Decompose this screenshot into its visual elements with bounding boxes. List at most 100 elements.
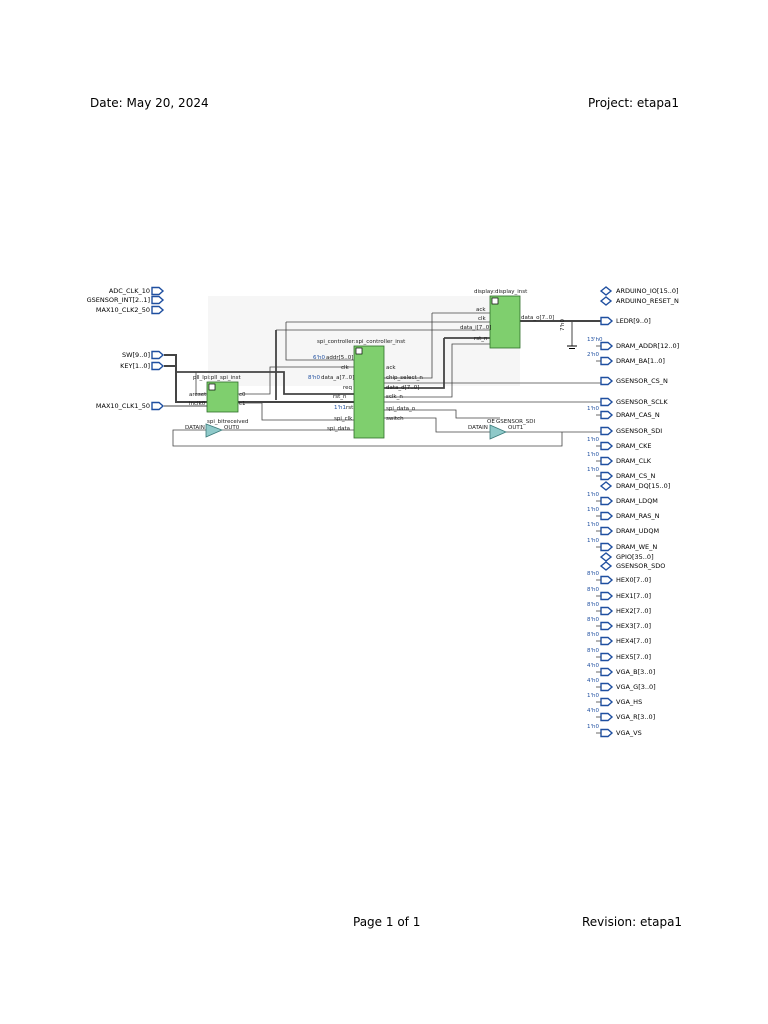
input-pin-label: MAX10_CLK2_50 (96, 306, 150, 314)
output-pin-const: 8'h0 (587, 571, 599, 577)
output-pin-label: HEX2[7..0] (616, 607, 651, 615)
output-pin-label: DRAM_CAS_N (616, 411, 660, 419)
spi-port-chip-select: chip_select_n (386, 375, 423, 381)
spi-port-spi-clk: spi_clk (334, 416, 353, 422)
output-pin-const: 13'h0 (587, 337, 603, 343)
buffer-right-oe: OE (487, 419, 495, 425)
buffer-left-name: spi_bitreceived (207, 419, 248, 425)
output-pin-label: GSENSOR_SCLK (616, 398, 668, 406)
input-pin-sw-9-0: SW[9..0] (122, 350, 165, 360)
output-pin-gpio-35-0: GPIO[35..0] (599, 552, 654, 562)
spi-port-req: req (343, 385, 352, 391)
output-pin-label: DRAM_WE_N (616, 543, 657, 551)
output-pin-label: GPIO[35..0] (616, 553, 654, 561)
output-pin-arduino-reset-n: ARDUINO_RESET_N (599, 296, 679, 306)
output-pin-label: DRAM_BA[1..0] (616, 357, 665, 365)
wires (164, 312, 604, 447)
output-pin-label: HEX4[7..0] (616, 637, 651, 645)
spi-port-clk: clk (341, 365, 350, 371)
output-pin-gsensor-sclk: GSENSOR_SCLK (600, 397, 668, 407)
pll-block: pll_lpi:pll_spi_inst areset inclk0 c0 c1 (189, 375, 246, 413)
input-pins: ADC_CLK_10GSENSOR_INT[2..1]MAX10_CLK2_50… (87, 286, 165, 411)
output-pin-label: VGA_HS (616, 698, 642, 706)
output-pin-const: 2'h0 (587, 352, 599, 358)
display-port-ack: ack (476, 307, 486, 313)
input-pin-label: SW[9..0] (122, 351, 150, 359)
output-pin-label: VGA_B[3..0] (616, 668, 655, 676)
input-pin-key-1-0: KEY[1..0] (120, 361, 165, 371)
buffer-left: spi_bitreceived DATAIN OUT0 (185, 419, 248, 438)
output-pin-label: VGA_VS (616, 729, 642, 737)
spi-port-spi-data-o: spi_data_o (386, 406, 416, 412)
spi-const-data: 8'h0 (308, 375, 320, 381)
output-pin-const: 1'h0 (587, 492, 599, 498)
output-pin-const: 8'h0 (587, 648, 599, 654)
footer-page: Page 1 of 1 (353, 915, 421, 929)
spi-title: spi_controller:spi_controller_inst (317, 339, 406, 345)
output-pin-const: 8'h0 (587, 617, 599, 623)
pll-port-c0: c0 (239, 392, 246, 398)
input-pin-gsensor-int-2-1: GSENSOR_INT[2..1] (87, 295, 165, 305)
input-pin-label: MAX10_CLK1_50 (96, 402, 150, 410)
input-pin-max10-clk2-50: MAX10_CLK2_50 (96, 305, 165, 315)
spi-port-switch: switch (386, 416, 404, 422)
output-pin-label: ARDUINO_IO[15..0] (616, 287, 679, 295)
buffer-left-datain: DATAIN (185, 425, 205, 431)
output-pin-gsensor-sdi: GSENSOR_SDI (600, 426, 662, 436)
output-pin-label: DRAM_CLK (616, 457, 652, 465)
output-pins: ARDUINO_IO[15..0]ARDUINO_RESET_N LEDR[9..… (587, 286, 679, 738)
output-pin-label: GSENSOR_CS_N (616, 377, 668, 385)
output-pin-const: 4'h0 (587, 678, 599, 684)
spi-port-addr: addr[5..0] (326, 355, 353, 361)
output-pin-label: HEX3[7..0] (616, 622, 651, 630)
spi-port-rst: rst (346, 405, 354, 411)
display-block: display:display_inst ack clk data_i[7..0… (460, 289, 554, 349)
output-pin-const: 1'h0 (587, 452, 599, 458)
buffer-right: GSENSOR_SDI DATAIN OUT1 OE (468, 419, 535, 440)
output-pin-const: 4'h0 (587, 663, 599, 669)
output-pin-ledr-9-0: LEDR[9..0] (600, 316, 651, 326)
display-title: display:display_inst (474, 289, 528, 295)
display-port-clk: clk (478, 316, 487, 322)
output-pin-const: 1'h0 (587, 693, 599, 699)
pll-port-inclk0: inclk0 (189, 401, 206, 407)
output-pin-gsensor-sdo: GSENSOR_SDO (599, 561, 665, 571)
output-pin-label: DRAM_CKE (616, 442, 651, 450)
output-pin-const: 8'h0 (587, 587, 599, 593)
buffer-right-out: OUT1 (508, 425, 523, 431)
output-pin-dram-dq-15-0: DRAM_DQ[15..0] (599, 481, 670, 491)
spi-const-addr: 6'h0 (313, 355, 325, 361)
output-pin-label: DRAM_CS_N (616, 472, 655, 480)
input-pin-label: KEY[1..0] (120, 362, 150, 370)
output-pin-label: LEDR[9..0] (616, 317, 651, 325)
spi-controller-block: spi_controller:spi_controller_inst addr[… (308, 339, 423, 439)
header-project: Project: etapa1 (588, 96, 679, 110)
output-pin-const: 1'h0 (587, 437, 599, 443)
display-port-data-i: data_i[7..0] (460, 325, 491, 331)
output-pin-const: 4'h0 (587, 708, 599, 714)
output-pin-const: 1'h0 (587, 406, 599, 412)
buffer-left-out: OUT0 (224, 425, 240, 431)
output-pin-label: DRAM_ADDR[12..0] (616, 342, 679, 350)
output-pin-const: 1'h0 (587, 724, 599, 730)
output-pin-label: HEX5[7..0] (616, 653, 651, 661)
output-pin-label: HEX1[7..0] (616, 592, 651, 600)
output-pin-label: DRAM_RAS_N (616, 512, 660, 520)
pll-port-c1: c1 (239, 401, 246, 407)
output-pin-const: 1'h0 (587, 467, 599, 473)
